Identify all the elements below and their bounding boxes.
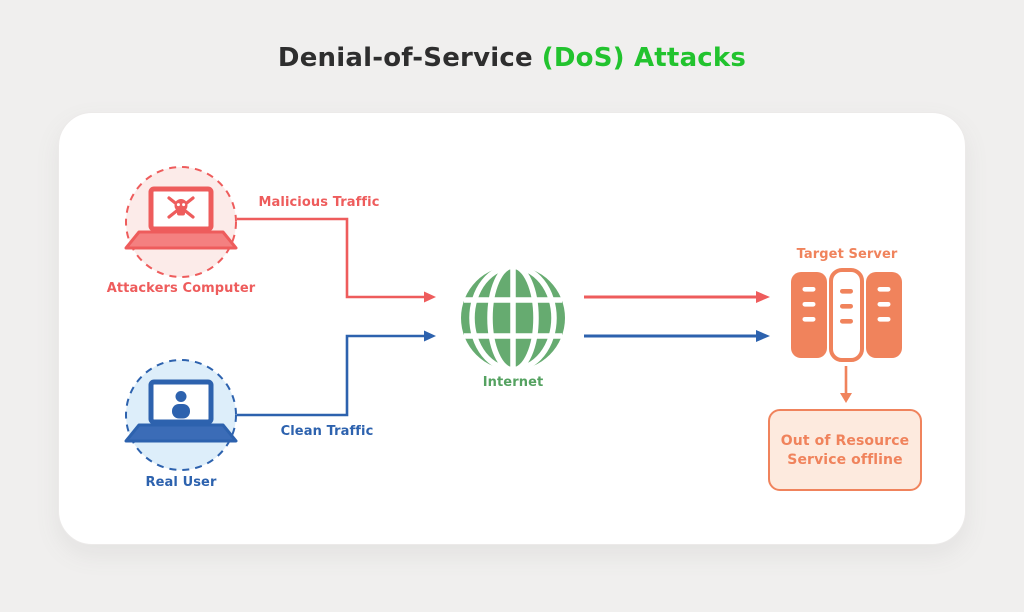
outcome-box: Out of Resource Service offline [768, 409, 922, 491]
title-dark-part: Denial-of-Service [277, 43, 533, 73]
real-user-label: Real User [145, 475, 217, 490]
outcome-line1: Out of Resource [780, 432, 910, 449]
malicious-traffic-label: Malicious Traffic [258, 195, 380, 210]
internet-label: Internet [482, 375, 544, 390]
title-green-part: (DoS) Attacks [541, 43, 747, 73]
outcome-line2: Service offline [787, 451, 903, 468]
clean-traffic-label: Clean Traffic [280, 424, 374, 439]
page-title: Denial-of-Service (DoS) Attacks [0, 41, 1024, 75]
attacker-label: Attackers Computer [106, 281, 256, 296]
target-server-label: Target Server [796, 247, 898, 262]
